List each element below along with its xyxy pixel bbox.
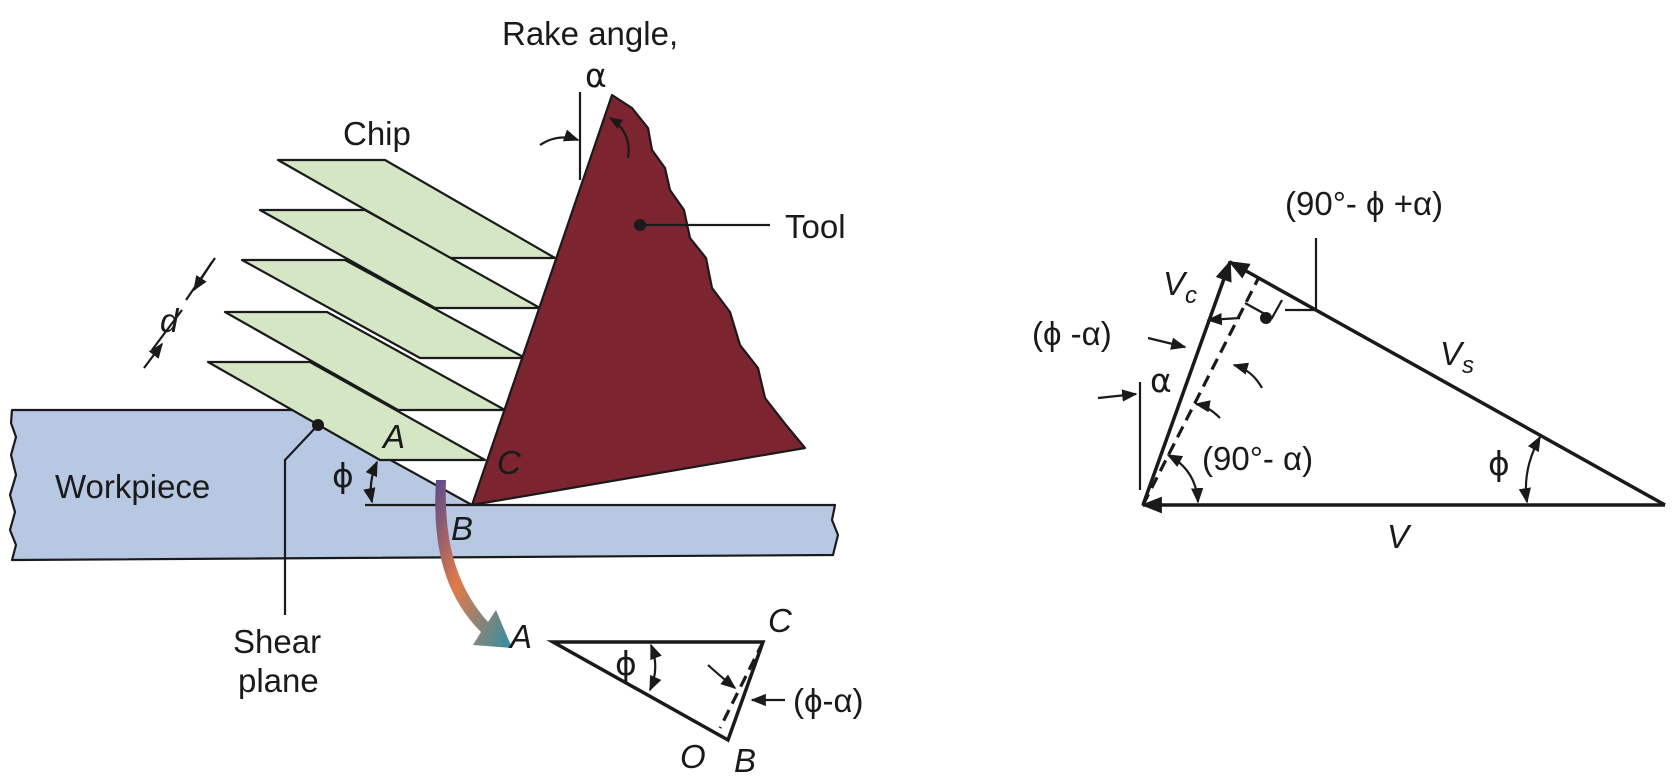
small-point-a-label: A <box>508 618 532 655</box>
ninety-minus-alpha-label: (90°- α) <box>1202 440 1313 477</box>
tool-rotation-arrow <box>608 117 630 159</box>
vector-vc <box>1141 260 1232 506</box>
alpha-arrow <box>1097 389 1138 402</box>
d-arrow-lower <box>143 342 163 369</box>
vector-vs <box>1228 260 1666 507</box>
cutting-tool <box>470 93 807 507</box>
ninety-phi-alpha-callout <box>1285 238 1318 312</box>
phi-angle-arrow-small <box>648 643 662 692</box>
chip-layers <box>206 158 557 462</box>
phi-minus-alpha-arrow-a <box>1147 336 1187 350</box>
phi-minus-alpha-small-label: (ϕ-α) <box>793 682 864 719</box>
shear-perpendicular-dashed <box>1141 278 1260 506</box>
phi-minus-alpha-label: (ϕ -α) <box>1032 315 1112 352</box>
alpha-arrow-right <box>1194 400 1221 419</box>
d-arrow-upper <box>193 261 213 292</box>
plane-label: plane <box>238 662 319 699</box>
zoom-flow-arrow <box>435 480 512 648</box>
velocity-diagram: (90°- ϕ +α) Vc Vs V (ϕ -α) α (90°- α) ϕ <box>1032 185 1666 555</box>
small-point-c-label: C <box>768 602 793 639</box>
vc-label: Vc <box>1163 265 1197 309</box>
small-point-o-label: O <box>680 738 706 775</box>
point-b-label: B <box>451 510 473 547</box>
workpiece-body <box>8 408 840 562</box>
point-a-label: A <box>381 418 405 455</box>
shear-label: Shear <box>233 623 321 660</box>
ninety-minus-phi-plus-alpha-label: (90°- ϕ +α) <box>1285 185 1443 222</box>
ninety-minus-alpha-arrow <box>1166 454 1204 504</box>
shear-triangle-perpendicular <box>718 641 765 729</box>
phi-angle-arrow-right <box>1518 435 1541 504</box>
angle-arrow-upper-left <box>1206 312 1241 326</box>
rake-angle-alpha: α <box>585 56 607 95</box>
small-point-b-label: B <box>734 742 756 779</box>
v-label: V <box>1387 518 1412 555</box>
phi-label-small: ϕ <box>615 644 637 683</box>
right-angle-dot <box>1260 312 1272 324</box>
shear-triangle <box>546 640 766 743</box>
shear-triangle-detail: ϕ (ϕ-α) A C O B <box>508 602 864 779</box>
shear-plane-callout-line <box>283 424 319 615</box>
phi-angle-arrow <box>363 460 379 504</box>
rake-angle-arrow <box>539 129 580 146</box>
workpiece-label: Workpiece <box>55 468 210 505</box>
tool-label: Tool <box>785 208 846 245</box>
cutting-geometry-diagram: Rake angle, α Chip Tool d Workpiece Shea… <box>8 15 846 699</box>
rake-angle-label: Rake angle, <box>502 15 678 52</box>
chip-label: Chip <box>343 115 411 152</box>
alpha-label: α <box>1150 361 1172 400</box>
point-c-label: C <box>497 444 522 481</box>
phi-label-right: ϕ <box>1488 444 1510 483</box>
phi-label-left: ϕ <box>332 456 354 495</box>
vs-label: Vs <box>1440 335 1474 379</box>
phi-minus-alpha-arrow-b <box>1232 362 1263 389</box>
phi-alpha-small-arrow-a <box>707 664 737 689</box>
d-label: d <box>160 302 180 339</box>
